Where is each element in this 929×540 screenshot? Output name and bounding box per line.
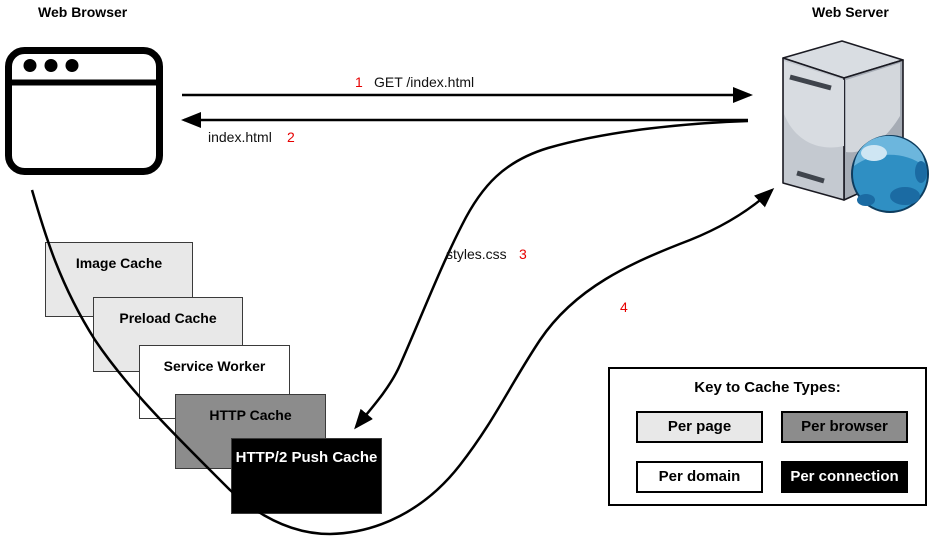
message-3-number: 3 [519,246,527,262]
message-2-number: 2 [287,129,295,145]
message-2-label: index.html [208,129,272,145]
legend-title: Key to Cache Types: [694,379,841,396]
server-tower-icon [782,40,929,213]
legend-item-per-page: Per page [636,411,763,443]
message-3-label: styles.css [446,246,507,262]
cache-box-http2-push-cache: HTTP/2 Push Cache [231,438,382,514]
legend-item-per-connection: Per connection [781,461,908,493]
message-4-number: 4 [620,299,628,315]
server-title: Web Server [812,4,889,20]
message-1-number: 1 [355,74,363,90]
browser-window-icon [5,47,163,175]
globe-icon [851,135,929,213]
legend-box: Key to Cache Types: Per page Per browser… [608,367,927,506]
legend-item-per-domain: Per domain [636,461,763,493]
browser-title: Web Browser [38,4,128,20]
message-1-label: GET /index.html [374,74,475,90]
legend-item-per-browser: Per browser [781,411,908,443]
